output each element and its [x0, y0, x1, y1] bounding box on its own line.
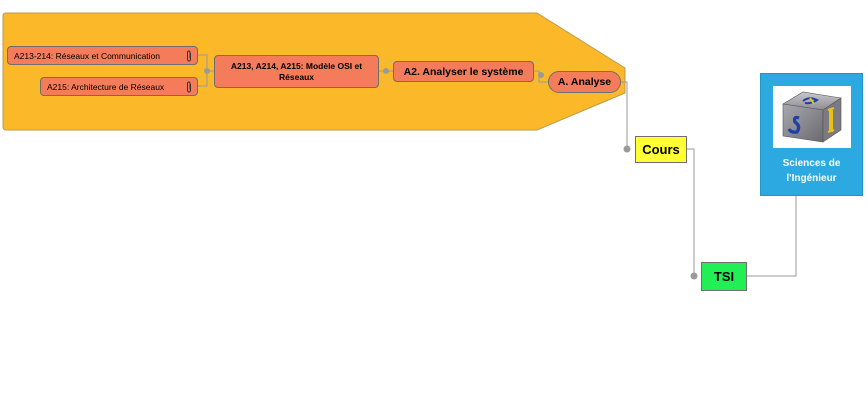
- collapse-toggle-icon[interactable]: [204, 68, 698, 280]
- link-a213-leaf2: [198, 71, 208, 87]
- central-topic-sciences-ingenieur[interactable]: Sciences de l'Ingénieur: [760, 73, 863, 196]
- topic-modele-osi[interactable]: A213, A214, A215: Modèle OSI et Réseaux: [214, 55, 379, 88]
- central-topic-label: Sciences de l'Ingénieur: [782, 158, 841, 184]
- topic-label: A2. Analyser le système: [403, 65, 524, 78]
- attachment-icon[interactable]: [185, 49, 193, 62]
- topic-label: TSI: [713, 269, 735, 284]
- topic-architecture-reseaux[interactable]: A215: Architecture de Réseaux: [40, 77, 198, 96]
- topic-cours[interactable]: Cours: [635, 136, 687, 163]
- topic-reseaux-communication[interactable]: A213-214: Réseaux et Communication: [7, 46, 198, 65]
- topic-analyser-systeme[interactable]: A2. Analyser le système: [393, 61, 534, 82]
- link-tsi-cours: [687, 148, 695, 276]
- topic-label: A. Analyse: [557, 76, 612, 88]
- topic-label: Cours: [642, 142, 680, 157]
- attachment-icon[interactable]: [185, 80, 193, 93]
- si-logo-icon: [772, 86, 851, 148]
- topic-label: A213, A214, A215: Modèle OSI et Réseaux: [230, 60, 363, 82]
- link-a213-leaf1: [198, 54, 214, 72]
- topic-tsi[interactable]: TSI: [701, 262, 747, 291]
- topic-analyse[interactable]: A. Analyse: [548, 71, 621, 93]
- link-root-tsi: [747, 196, 797, 277]
- topic-label: A213-214: Réseaux et Communication: [14, 50, 160, 61]
- link-cours-analyse: [621, 81, 628, 149]
- topic-label: A215: Architecture de Réseaux: [47, 81, 165, 92]
